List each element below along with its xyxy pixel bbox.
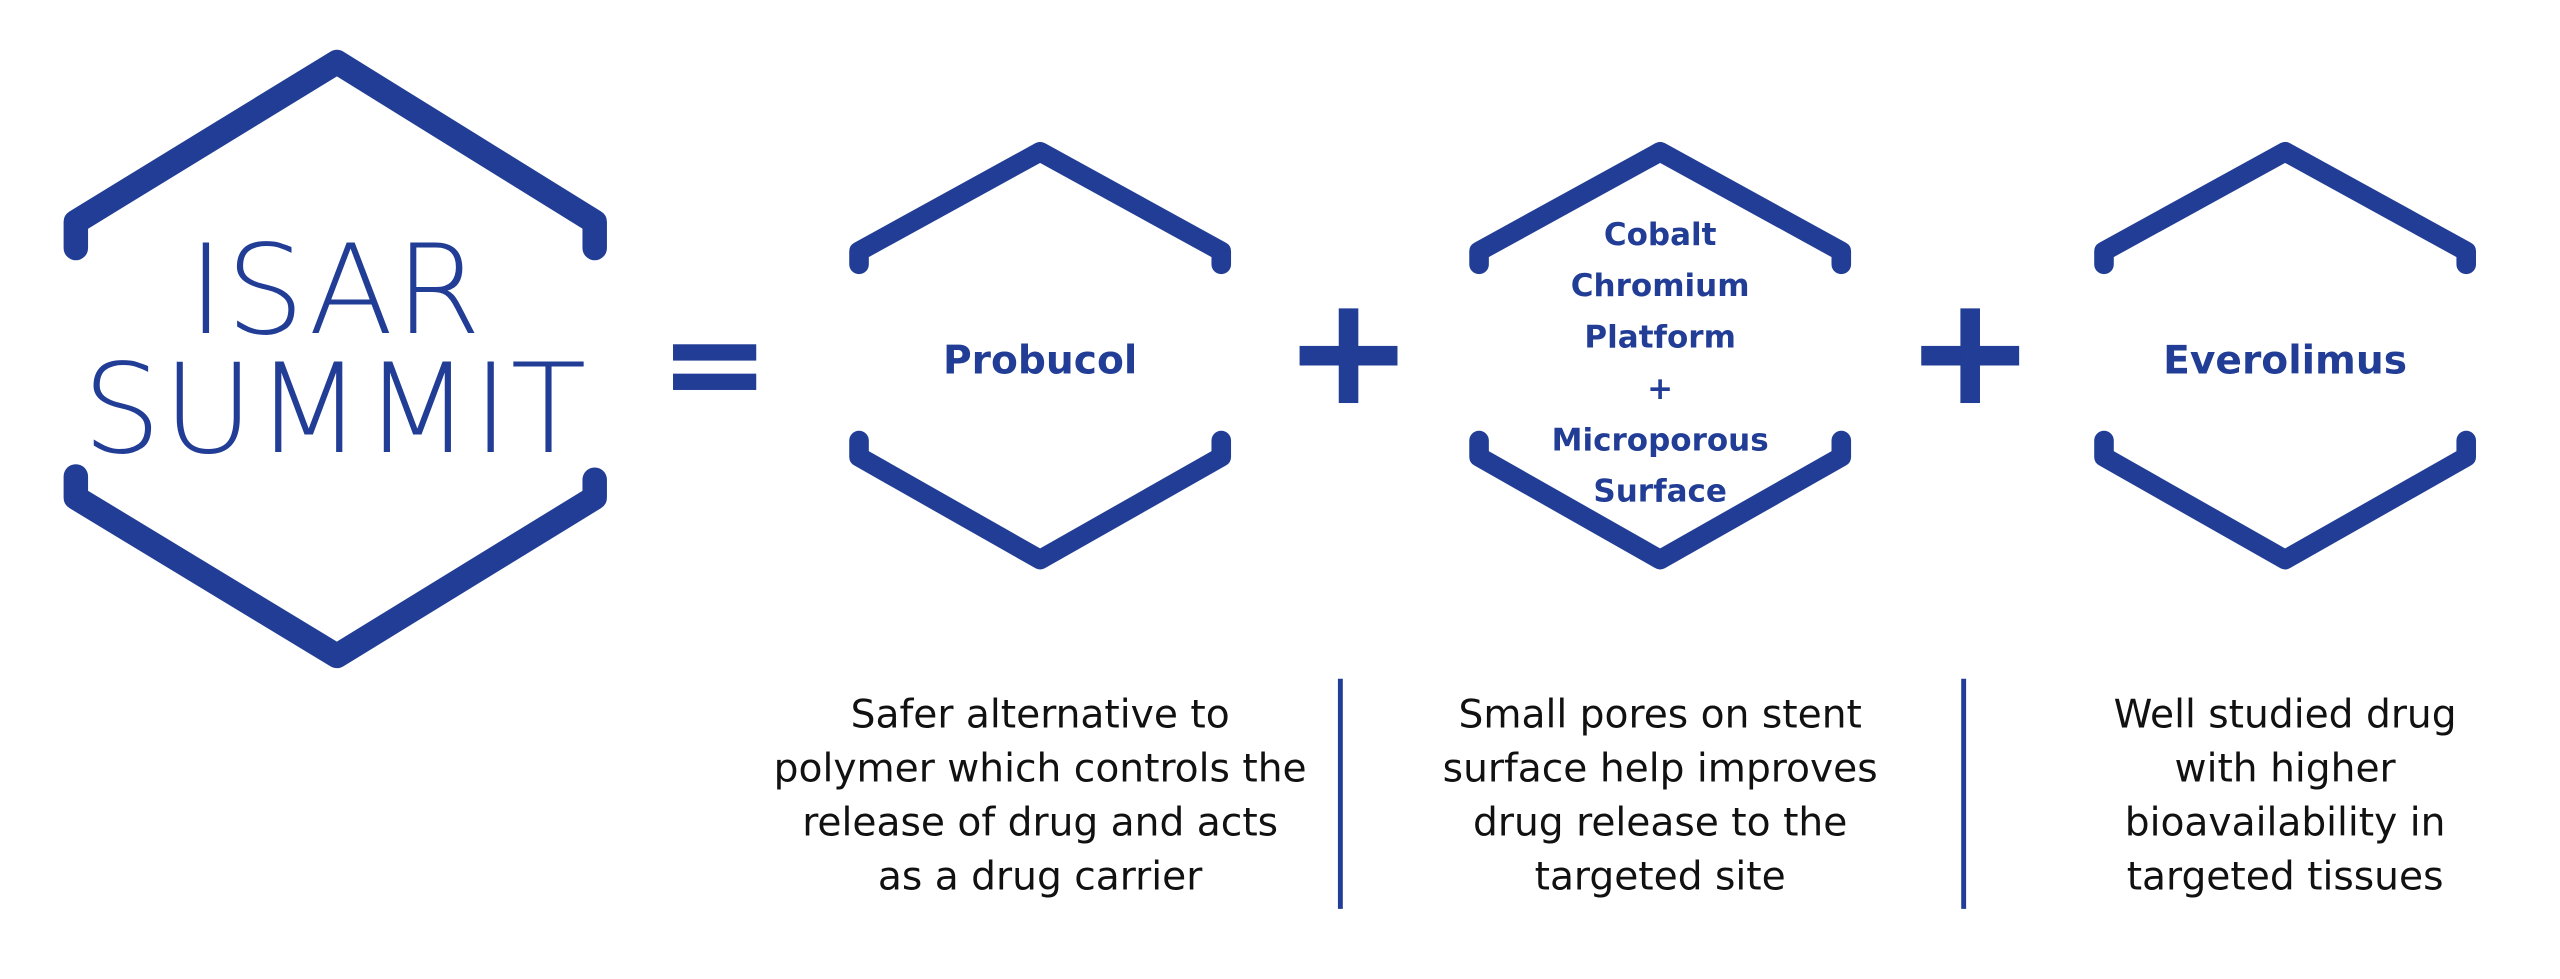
hexagon-bottom: [1469, 430, 1852, 570]
component-label: Cobalt: [1604, 217, 1717, 253]
component-label: Microporous: [1552, 422, 1769, 458]
component-description-line: bioavailability in: [2125, 800, 2446, 845]
plus-sign: [1299, 308, 1398, 404]
plus-sign: [1921, 308, 2020, 404]
hexagon-frame: [1469, 141, 1852, 570]
component-description-line: drug release to the: [1473, 800, 1847, 845]
logo-hexagon-top: [63, 49, 607, 261]
logo-title-isar: ISAR: [188, 219, 483, 363]
logo-title-summit: SUMMIT: [82, 338, 588, 482]
component-description-line: Well studied drug: [2114, 693, 2457, 738]
component-description-line: as a drug carrier: [878, 854, 1203, 899]
component-label: Probucol: [943, 339, 1137, 384]
hexagon-top: [1469, 141, 1852, 275]
component-description-line: surface help improves: [1443, 747, 1878, 792]
hexagon-bottom: [2094, 430, 2477, 570]
hexagon-top: [849, 141, 1232, 275]
component-description-line: targeted site: [1535, 854, 1786, 899]
component-label: Chromium: [1571, 268, 1750, 304]
component-label: Platform: [1584, 320, 1735, 356]
hexagon-top: [2094, 141, 2477, 275]
component-description-line: targeted tissues: [2127, 854, 2444, 899]
component-label: +: [1647, 371, 1673, 407]
component-description-line: release of drug and acts: [802, 800, 1278, 845]
hexagon-frame: [849, 141, 1232, 570]
component-label: Surface: [1593, 474, 1727, 510]
logo-hexagon: [63, 49, 607, 669]
hexagon-frame: [2094, 141, 2477, 570]
component-description-line: Small pores on stent: [1458, 693, 1861, 738]
component-label: Everolimus: [2163, 339, 2407, 384]
component-description-line: Safer alternative to: [851, 693, 1230, 738]
equals-sign: [673, 344, 757, 390]
component-description-line: polymer which controls the: [774, 747, 1307, 792]
hexagon-bottom: [849, 430, 1232, 570]
component-description-line: with higher: [2175, 747, 2397, 792]
logo-hexagon-bottom: [63, 464, 607, 669]
